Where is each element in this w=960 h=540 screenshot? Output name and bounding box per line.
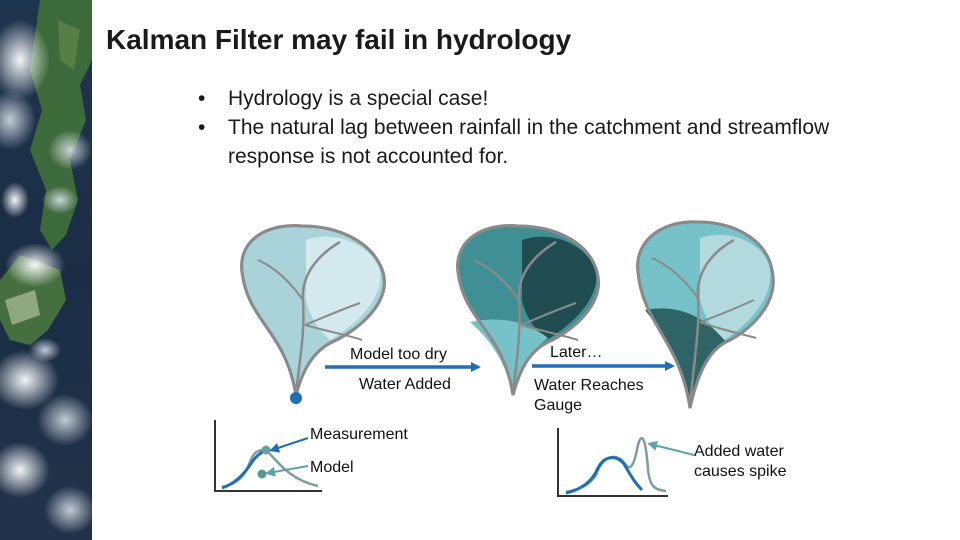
measurement-point: [261, 445, 271, 455]
bullet-list: Hydrology is a special case! The natural…: [196, 84, 836, 171]
label-model-too-dry: Model too dry: [350, 346, 447, 363]
catchment-1: [240, 224, 386, 404]
label-water-reaches-gauge: Water Reaches Gauge: [534, 377, 644, 414]
bullet-item: Hydrology is a special case!: [196, 84, 836, 113]
gauge-dot-icon: [290, 392, 302, 404]
catchment-2: [456, 224, 600, 396]
satellite-earth-image: [0, 0, 92, 540]
label-added-water-spike: Added water causes spike: [694, 443, 787, 480]
satellite-image-strip: [0, 0, 92, 540]
model-point: [257, 469, 267, 479]
label-model: Model: [310, 459, 354, 476]
bullet-item: The natural lag between rainfall in the …: [196, 113, 836, 171]
label-later: Later…: [550, 344, 603, 361]
slide-title: Kalman Filter may fail in hydrology: [106, 24, 572, 55]
label-measurement: Measurement: [310, 426, 408, 443]
hydrograph-left: [214, 420, 322, 492]
catchment-3: [636, 220, 775, 409]
hydrograph-right: [557, 428, 695, 497]
label-water-added: Water Added: [359, 376, 451, 393]
